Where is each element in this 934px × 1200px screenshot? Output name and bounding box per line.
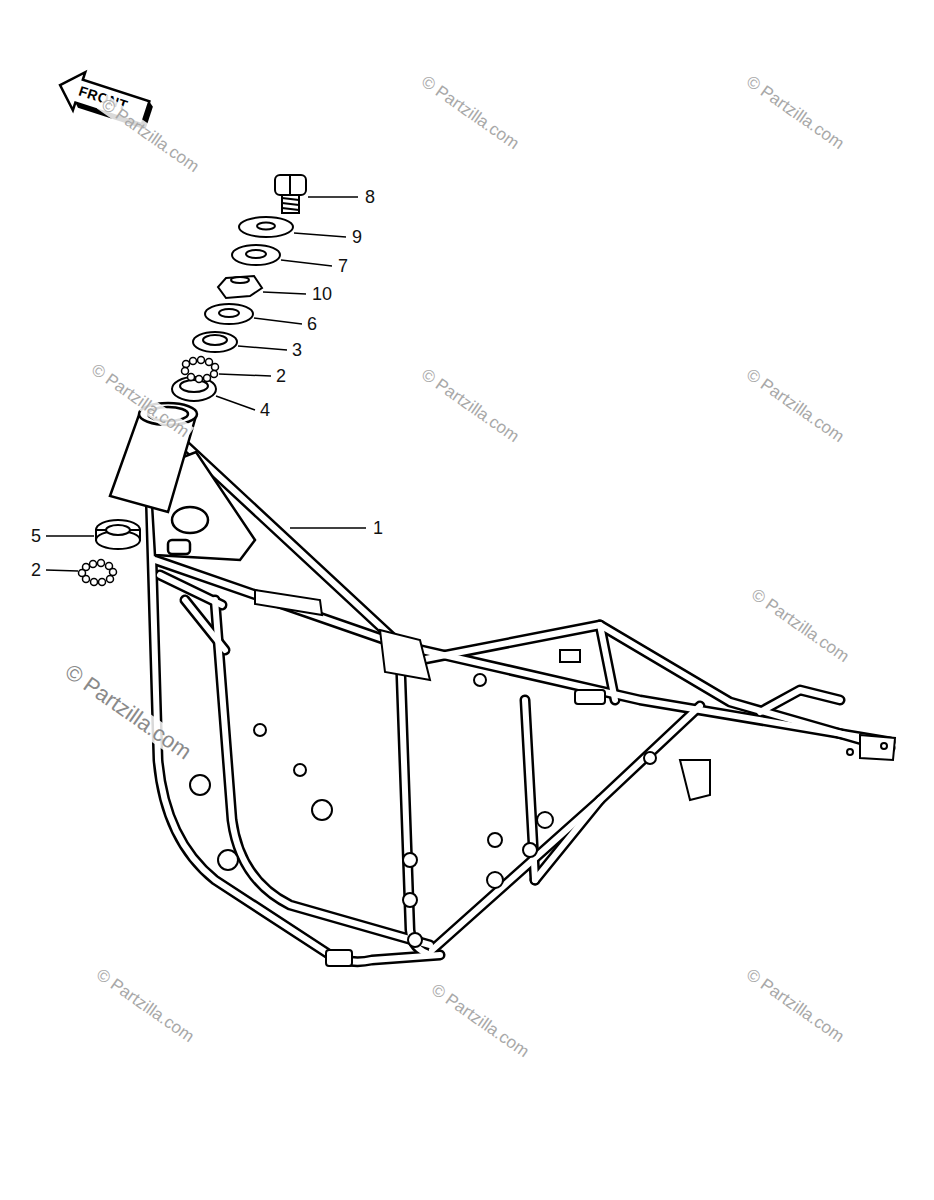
- callout-number: 9: [350, 227, 364, 247]
- watermark: © Partzilla.com: [427, 980, 534, 1062]
- callout-number: 6: [305, 314, 319, 334]
- callout-number: 7: [336, 256, 350, 276]
- callout-number: 8: [363, 187, 377, 207]
- callout-number: 1: [371, 518, 385, 538]
- watermark: © Partzilla.com: [92, 965, 199, 1047]
- callout-number: 2: [29, 560, 43, 580]
- watermark: © Partzilla.com: [747, 585, 854, 667]
- callout-number: 4: [258, 400, 272, 420]
- watermark: © Partzilla.com: [742, 365, 849, 447]
- callout-number: 2: [274, 366, 288, 386]
- leader-lines: [46, 197, 366, 571]
- steering-parts: [96, 175, 306, 549]
- watermark: © Partzilla.com: [742, 965, 849, 1047]
- callout-number: 10: [310, 284, 334, 304]
- watermark: © Partzilla.com: [59, 659, 196, 764]
- frame-tabs: [190, 590, 895, 966]
- callout-number: 5: [29, 526, 43, 546]
- ball-bearings: [79, 357, 219, 586]
- watermark: © Partzilla.com: [417, 72, 524, 154]
- watermark: © Partzilla.com: [417, 365, 524, 447]
- watermark: © Partzilla.com: [742, 72, 849, 154]
- callout-number: 3: [290, 340, 304, 360]
- frame-tubes: [150, 445, 890, 962]
